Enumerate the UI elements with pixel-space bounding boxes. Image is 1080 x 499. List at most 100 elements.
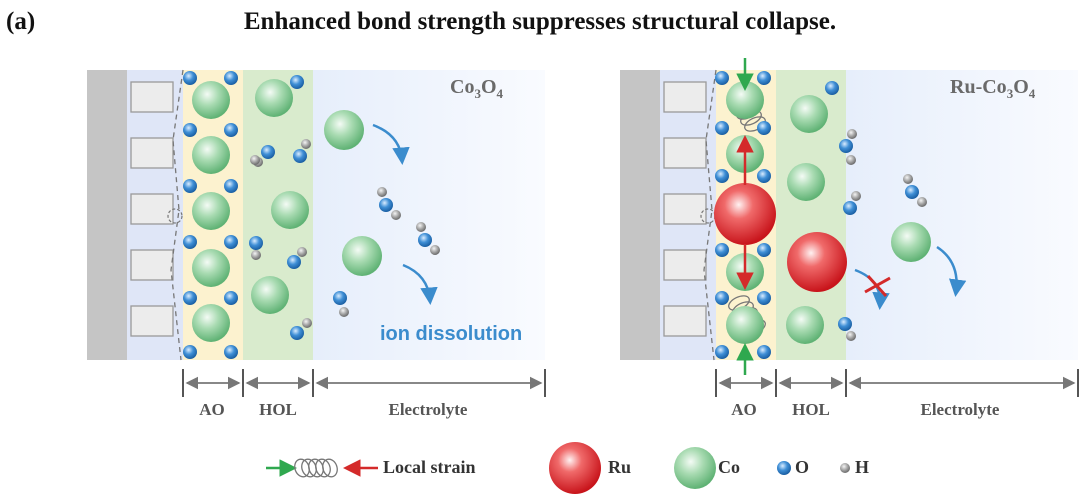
legend-h: H <box>855 457 870 477</box>
h-atom <box>377 187 387 197</box>
h-atom <box>846 155 856 165</box>
dissolution-arrow <box>402 263 438 305</box>
co-atom <box>786 306 824 344</box>
o-atom <box>715 291 729 305</box>
co-atom <box>787 163 825 201</box>
figure-title: Enhanced bond strength suppresses struct… <box>243 8 837 35</box>
co-atom <box>255 79 293 117</box>
o-atom <box>293 149 307 163</box>
legend-local-strain: Local strain <box>383 457 476 477</box>
h-atom <box>903 174 913 184</box>
h-atom <box>250 155 260 165</box>
legend-co: Co <box>718 457 740 477</box>
o-atom <box>290 75 304 89</box>
o-atom <box>757 169 771 183</box>
o-atom <box>290 326 304 340</box>
co-atom <box>726 81 764 119</box>
h-atom <box>391 210 401 220</box>
substrate <box>620 70 660 360</box>
co-atom <box>790 95 828 133</box>
h-atom <box>840 463 850 473</box>
co-atom <box>192 304 230 342</box>
legend-strain-spring <box>322 458 338 478</box>
o-atom <box>757 121 771 135</box>
o-atom <box>224 123 238 137</box>
h-atom <box>846 331 856 341</box>
lattice-block <box>130 249 174 281</box>
region-label-ao: AO <box>199 400 225 419</box>
legend-ru: Ru <box>608 457 632 477</box>
interface-line <box>170 69 184 361</box>
o-atom <box>757 291 771 305</box>
o-atom <box>715 71 729 85</box>
o-atom <box>249 236 263 250</box>
region-label-hol: HOL <box>259 400 297 419</box>
blocked-arrow <box>936 245 967 297</box>
co-atom <box>271 191 309 229</box>
o-atom <box>224 235 238 249</box>
h-atom <box>339 307 349 317</box>
region-label-electrolyte: Electrolyte <box>920 400 1000 419</box>
lattice-block <box>663 193 707 225</box>
legend-o: O <box>795 457 810 477</box>
h-atom <box>297 247 307 257</box>
o-atom <box>715 345 729 359</box>
co-atom <box>192 192 230 230</box>
o-atom <box>757 243 771 257</box>
h-atom <box>301 139 311 149</box>
co-atom <box>251 276 289 314</box>
o-atom <box>715 243 729 257</box>
o-atom <box>715 169 729 183</box>
lattice-block <box>663 249 707 281</box>
o-atom <box>333 291 347 305</box>
h-atom <box>302 318 312 328</box>
ion-dissolution-label: ion dissolution <box>380 323 523 345</box>
electrolyte-region <box>846 70 1078 360</box>
o-atom <box>183 71 197 85</box>
h-atom <box>917 197 927 207</box>
lattice-block <box>663 305 707 337</box>
dissolution-arrow <box>372 123 410 165</box>
substrate <box>87 70 127 360</box>
o-atom <box>224 71 238 85</box>
o-atom <box>418 233 432 247</box>
co-atom <box>674 447 716 489</box>
o-atom <box>843 201 857 215</box>
ru-atom <box>787 232 847 292</box>
lattice-block <box>130 81 174 113</box>
lattice-block <box>130 305 174 337</box>
h-atom <box>251 250 261 260</box>
o-atom <box>757 345 771 359</box>
vacancy-marker <box>167 208 183 224</box>
o-atom <box>825 81 839 95</box>
o-atom <box>183 291 197 305</box>
o-atom <box>287 255 301 269</box>
o-atom <box>839 139 853 153</box>
o-atom <box>379 198 393 212</box>
o-atom <box>224 179 238 193</box>
o-atom <box>838 317 852 331</box>
o-atom <box>905 185 919 199</box>
block-cross <box>866 274 888 298</box>
region-label-ao: AO <box>731 400 757 419</box>
h-atom <box>847 129 857 139</box>
lattice-block <box>663 81 707 113</box>
interface-line <box>703 69 717 361</box>
o-atom <box>261 145 275 159</box>
co-atom <box>891 222 931 262</box>
material-label-co3o4: Co3O4 <box>450 76 504 101</box>
o-atom <box>183 345 197 359</box>
lattice-block <box>130 137 174 169</box>
o-atom <box>715 121 729 135</box>
o-atom <box>224 345 238 359</box>
o-atom <box>777 461 791 475</box>
co-atom <box>726 306 764 344</box>
h-atom <box>430 245 440 255</box>
material-label-ru-co3o4: Ru-Co3O4 <box>950 76 1036 101</box>
region-label-electrolyte: Electrolyte <box>388 400 468 419</box>
co-atom <box>342 236 382 276</box>
o-atom <box>183 179 197 193</box>
lattice-block <box>663 137 707 169</box>
h-atom <box>416 222 426 232</box>
